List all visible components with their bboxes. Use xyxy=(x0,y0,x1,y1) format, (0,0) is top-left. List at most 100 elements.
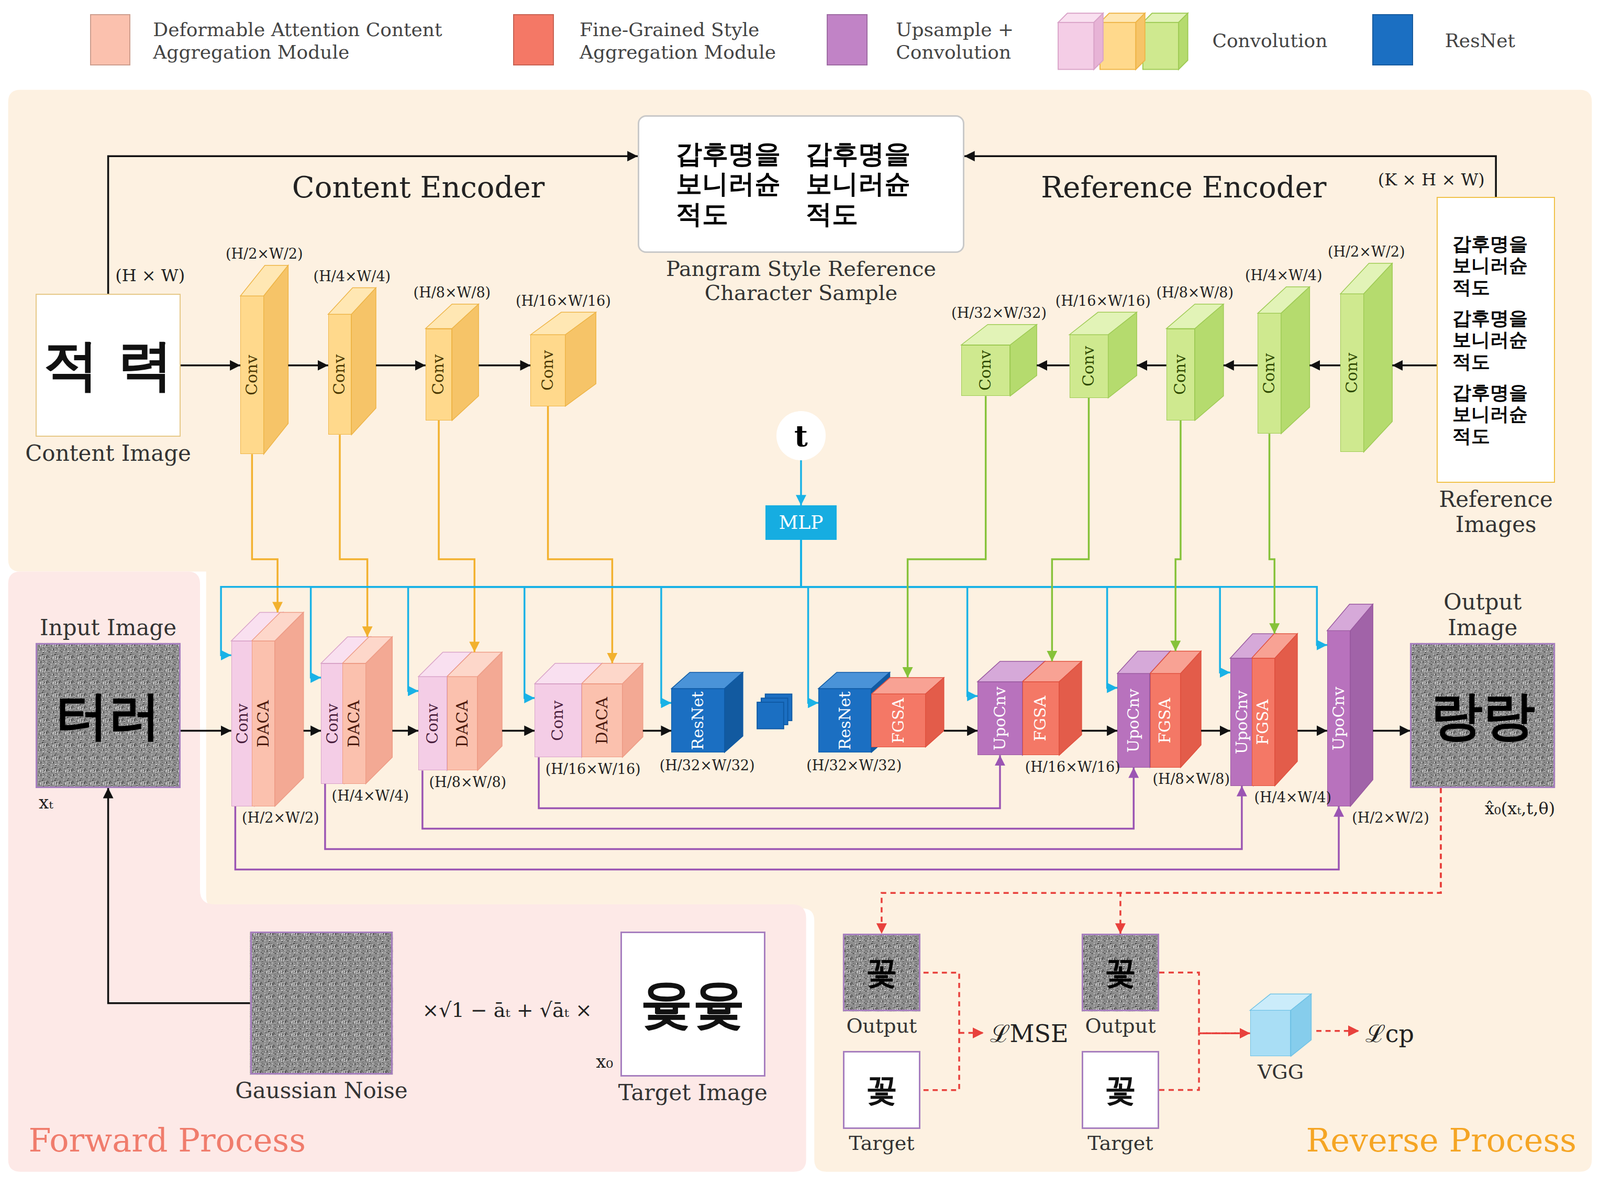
node-caption: Reference Images xyxy=(1439,486,1553,538)
label-holder: ℒMSE xyxy=(990,1016,1069,1049)
diagram-label: Forward Process xyxy=(28,1120,306,1160)
connector-arrow xyxy=(1372,729,1410,732)
connector-arrow xyxy=(235,806,1339,870)
conv-block: Conv(H/4×W/4) xyxy=(320,663,345,784)
image-box: 윷윷Target Image xyxy=(620,931,766,1077)
caption-holder: Target Image xyxy=(618,1080,768,1106)
image-box: 적 력Content Image xyxy=(35,293,181,437)
conv-block: Conv(H/16×W/16) xyxy=(530,334,565,406)
caption-holder: (H/8×W/8) xyxy=(413,284,492,301)
label-holder: x̂₀(xₜ,t,θ) xyxy=(1484,798,1555,819)
cube-side xyxy=(274,612,304,806)
connector-arrow xyxy=(1036,364,1070,367)
caption-holder: (H/4×W/4) xyxy=(1253,789,1332,806)
connector-arrow xyxy=(1136,364,1167,367)
connector-arrow xyxy=(801,539,819,704)
daca-module: DACA xyxy=(581,683,623,758)
node-text: DACA xyxy=(453,700,472,748)
connector-arrow xyxy=(325,783,1242,850)
caption-holder: (H/16×W/16) xyxy=(1025,758,1121,775)
legend-text: ResNet xyxy=(1445,29,1516,52)
node-text: 갑후명을 보니러슌 적도 xyxy=(1452,307,1540,373)
connector-arrow xyxy=(1269,433,1275,634)
node-text: MLP xyxy=(778,511,824,533)
node-text: Conv xyxy=(1079,346,1098,387)
legend-text: Deformable Attention Content Aggregation… xyxy=(152,18,442,63)
cube-side xyxy=(622,663,643,758)
node-caption: (H/8×W/8) xyxy=(429,773,507,791)
cube-side xyxy=(1290,993,1311,1057)
legend-text: Fine-Grained Style Aggregation Module xyxy=(579,18,776,63)
connector-arrow xyxy=(801,539,978,697)
connector-arrow xyxy=(1175,420,1181,651)
image-box: 꽃Target xyxy=(842,1050,921,1129)
connector-arrow xyxy=(1051,397,1089,662)
node-text: 랑랑 xyxy=(1430,685,1536,746)
node-caption: (H/16×W/16) xyxy=(545,760,641,777)
node-caption: Target Image xyxy=(618,1079,768,1106)
connector-arrow xyxy=(1223,364,1258,367)
connector-arrow xyxy=(801,539,1118,688)
noise-texture xyxy=(1081,933,1160,1011)
connector-arrow xyxy=(422,767,1134,829)
connector-arrow xyxy=(800,460,803,506)
label-holder: x₀ xyxy=(595,1050,614,1072)
node-caption: (H/32×W/32) xyxy=(659,757,755,774)
node-text: ResNet xyxy=(836,691,855,750)
connector-arrow xyxy=(661,539,802,704)
caption-holder: Gaussian Noise xyxy=(235,1078,408,1104)
connector-arrow xyxy=(1201,729,1231,732)
cube-side xyxy=(365,636,393,784)
cube-side xyxy=(451,304,479,421)
forward-region xyxy=(8,571,807,1172)
connector-arrow xyxy=(1159,1032,1250,1090)
connector-arrow xyxy=(1159,972,1250,1033)
node-caption: Target xyxy=(1087,1131,1153,1155)
cube-side xyxy=(724,672,743,753)
label-holder: Reference Encoder xyxy=(1040,169,1327,204)
caption-holder: Output Image xyxy=(1421,589,1544,641)
caption-holder: (H/32×W/32) xyxy=(659,757,755,774)
node-text: 갑후명을 보니러슌 적도 xyxy=(1452,232,1540,298)
node-text: Conv xyxy=(549,700,568,741)
cube-side xyxy=(1281,286,1310,435)
node-text: 적 력 xyxy=(43,333,173,397)
connector-arrow xyxy=(180,729,232,732)
image-box: 꽃Target xyxy=(1081,1050,1160,1129)
node-text: Conv xyxy=(423,703,442,744)
cube-side xyxy=(1274,633,1298,786)
conv-block: Conv(H/16×W/16) xyxy=(1069,334,1109,398)
daca-module: DACA xyxy=(447,676,478,771)
node-text: 갑후명을 보니러슌 적도 xyxy=(675,139,797,230)
caption-holder: (H/32×W/32) xyxy=(806,757,902,774)
noise-texture xyxy=(250,931,394,1075)
cube-side xyxy=(477,651,503,771)
caption-holder: Target xyxy=(1087,1131,1153,1155)
label-holder: Forward Process xyxy=(28,1120,306,1160)
cube-side xyxy=(925,677,944,748)
caption-holder: (H/4×W/4) xyxy=(331,787,410,804)
diagram-label: x₀ xyxy=(595,1050,614,1072)
caption-holder: Reference Images xyxy=(1429,486,1563,538)
legend-text: Convolution xyxy=(1212,29,1328,52)
node-caption: (H/16×W/16) xyxy=(515,292,611,309)
connector-arrow xyxy=(339,434,368,637)
caption-holder: (H/8×W/8) xyxy=(1152,770,1230,787)
noise-image: Gaussian Noise xyxy=(250,931,394,1075)
connector-arrow xyxy=(881,787,1441,935)
legend-swatch xyxy=(513,14,554,65)
connector-arrow xyxy=(180,364,241,367)
conv-block: Conv(H/2×W/2) xyxy=(231,640,255,807)
node-text: UpoCnv xyxy=(1124,688,1143,753)
caption-holder: Content Image xyxy=(25,440,192,466)
node-caption: Output xyxy=(1084,1014,1156,1038)
node-caption: (H/4×W/4) xyxy=(313,268,392,285)
caption-holder: Output xyxy=(1084,1014,1156,1038)
caption-holder: Pangram Style Reference Character Sample xyxy=(648,256,955,305)
conv-block: Conv(H/8×W/8) xyxy=(1166,328,1196,421)
reference-images-box: 갑후명을 보니러슌 적도갑후명을 보니러슌 적도갑후명을 보니러슌 적도Refe… xyxy=(1436,196,1555,483)
node-caption: (H/8×W/8) xyxy=(413,284,492,301)
node-caption: (H/2×W/2) xyxy=(1351,809,1430,826)
caption-holder: Output xyxy=(846,1014,917,1038)
node-text: Conv xyxy=(429,354,449,395)
